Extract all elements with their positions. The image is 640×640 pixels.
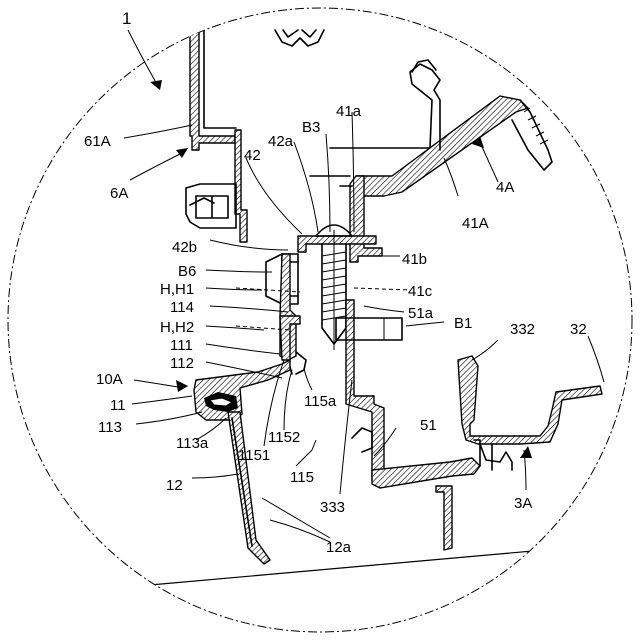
frame-3a (458, 356, 602, 444)
label-115a: 115a (304, 393, 337, 410)
detail-circle (8, 8, 632, 632)
label-51a: 51a (408, 305, 434, 322)
label-113: 113 (98, 419, 122, 436)
hinge-pin (190, 198, 214, 205)
label-6a: 6A (110, 185, 128, 202)
label-113a: 113a (176, 435, 209, 452)
top-clip (275, 30, 324, 46)
label-11: 11 (110, 397, 126, 414)
hook-333 (352, 428, 372, 452)
label-42: 42 (244, 147, 261, 164)
label-41a: 41a (336, 103, 362, 120)
label-12: 12 (166, 477, 183, 494)
base-line (150, 545, 600, 585)
label-h-h2: H,H2 (160, 319, 194, 336)
label-b6: B6 (178, 263, 196, 280)
label-115: 115 (290, 469, 314, 486)
member-51-foot (372, 458, 480, 488)
label-111: 111 (170, 337, 193, 354)
frame-3a-lower (480, 444, 512, 470)
top-clip-inner (283, 30, 316, 37)
label-1: 1 (122, 9, 131, 28)
label-42a: 42a (268, 133, 294, 150)
member-41-inner (310, 176, 352, 186)
screw-right-threads (524, 108, 548, 144)
label-1152: 1152 (268, 429, 300, 446)
label-61a: 61A (84, 133, 111, 150)
label-114: 114 (170, 299, 194, 316)
label-51: 51 (420, 417, 437, 434)
label-10a: 10A (96, 371, 123, 388)
label-1151: 1151 (238, 447, 270, 464)
label-3a: 3A (514, 495, 532, 512)
frame-6a-top-right (204, 30, 236, 128)
reference-labels: 1 61A 6A 42 42a B3 41a 4A 41A 42b B6 H,H… (84, 9, 587, 556)
member-51 (346, 300, 384, 480)
frame-6a (190, 30, 235, 150)
label-32: 32 (570, 321, 587, 338)
label-h-h1: H,H1 (160, 281, 194, 298)
label-12a: 12a (326, 539, 352, 556)
label-332: 332 (510, 321, 535, 338)
label-b3: B3 (302, 119, 320, 136)
frame-3a-wall (436, 486, 452, 550)
label-42b: 42b (172, 239, 197, 256)
label-b1: B1 (454, 315, 472, 332)
label-4a: 4A (496, 179, 514, 196)
label-41a-frame: 41A (462, 215, 489, 232)
label-41c: 41c (408, 283, 433, 300)
label-112: 112 (170, 355, 194, 372)
label-333: 333 (320, 499, 345, 516)
hidden-41c (354, 288, 410, 290)
label-41b: 41b (402, 251, 427, 268)
